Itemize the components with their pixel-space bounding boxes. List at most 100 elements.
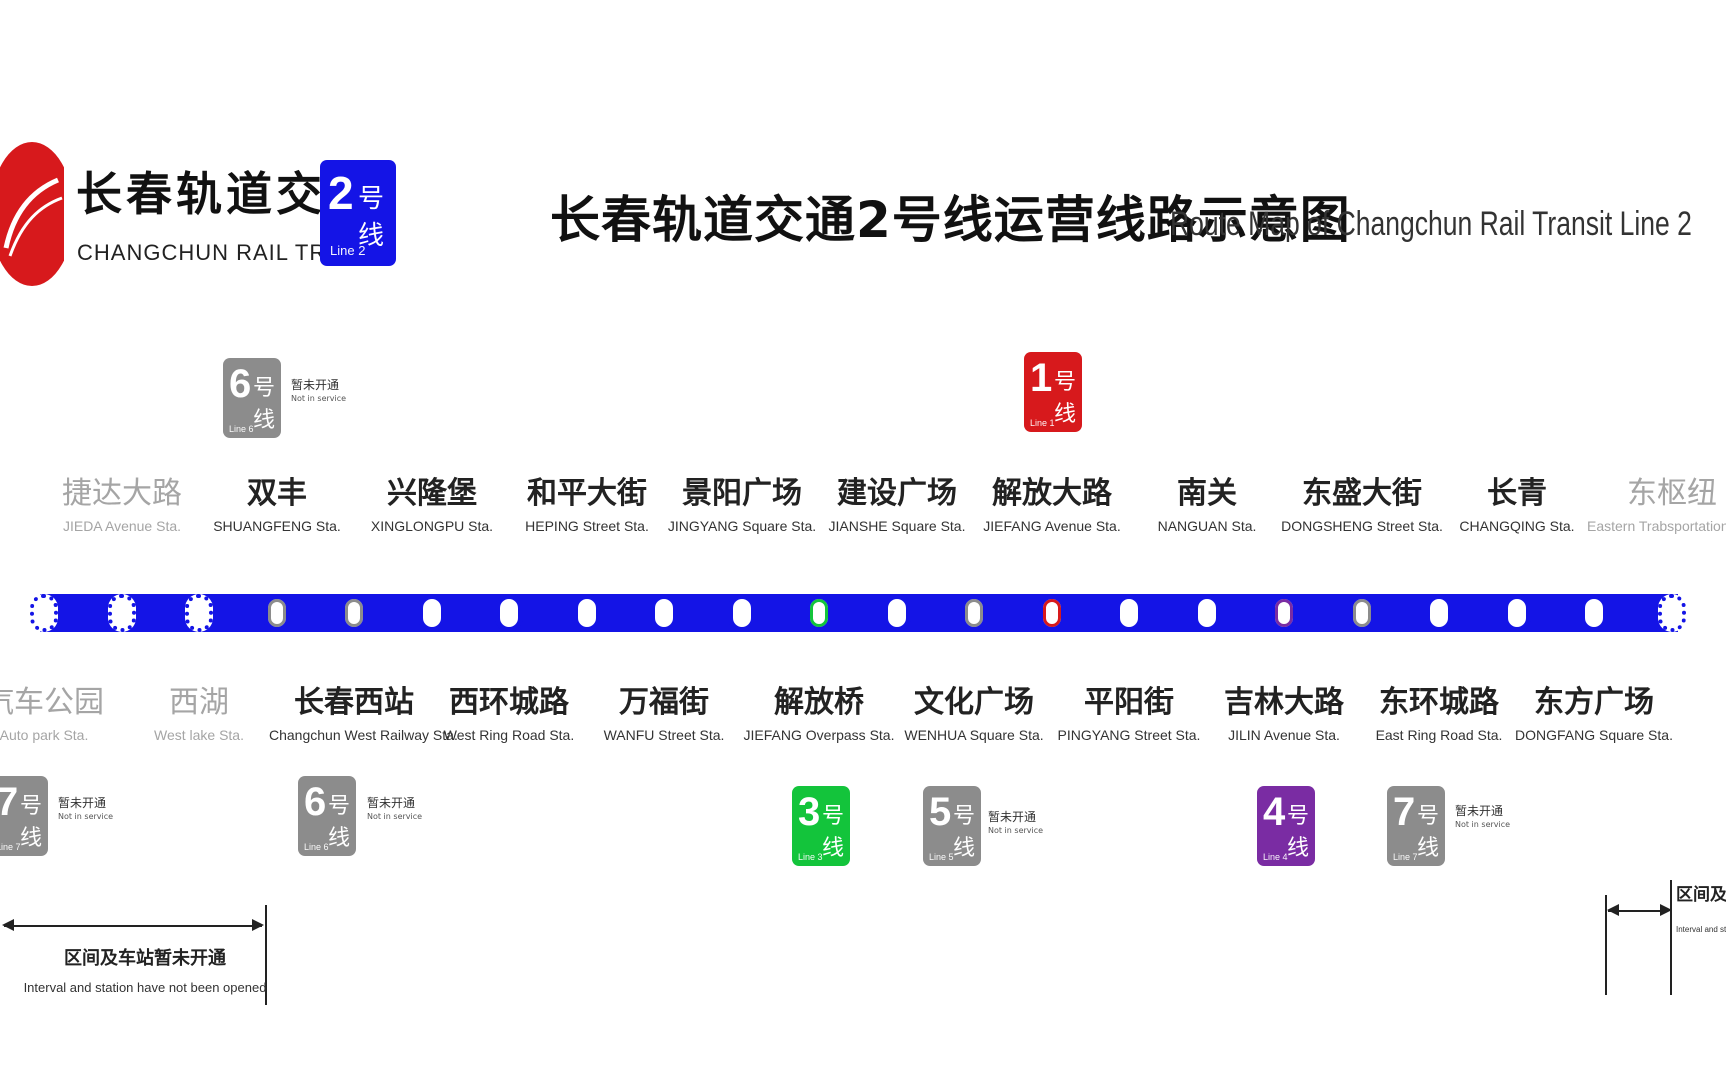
station-name-cn: 长青 bbox=[1487, 476, 1547, 511]
note-en: Not in service bbox=[367, 812, 423, 821]
station-dot bbox=[1348, 594, 1376, 632]
station-name-en: SHUANGFENG Sta. bbox=[213, 518, 341, 534]
station-name-en: NANGUAN Sta. bbox=[1157, 518, 1257, 534]
badge-number: 7 bbox=[1393, 790, 1416, 834]
line-7-left-note: 暂未开通 Not in service bbox=[58, 796, 113, 824]
station-name-en: JILIN Avenue Sta. bbox=[1228, 727, 1340, 743]
note-cn: 暂未开通 bbox=[1455, 804, 1504, 818]
station-dot bbox=[340, 594, 368, 632]
line-3-badge: 3 号线 Line 3 bbox=[792, 786, 850, 866]
station-dot bbox=[108, 594, 136, 632]
station-name-cn: 景阳广场 bbox=[682, 476, 802, 511]
note-en: Not in service bbox=[988, 826, 1044, 835]
station-label: 西环城路 West Ring Road Sta. bbox=[424, 677, 594, 743]
station-label: 长青 CHANGQING Sta. bbox=[1432, 468, 1602, 534]
station-name-cn: 捷达大路 bbox=[62, 476, 182, 511]
page-title-en: Route Map of Changchun Rail Transit Line… bbox=[1170, 205, 1692, 243]
station-dot bbox=[1270, 594, 1298, 632]
bracket-cap-left bbox=[265, 905, 267, 1005]
badge-hao: 号线 bbox=[822, 804, 845, 861]
badge-number: 1 bbox=[1030, 356, 1053, 400]
station-name-cn: 南关 bbox=[1177, 476, 1237, 511]
closed-note-cn: 区间及车站暂未开通 bbox=[1676, 885, 1726, 905]
bracket-arrow-right-icon bbox=[252, 919, 264, 931]
badge-sub: Line 6 bbox=[229, 424, 254, 434]
station-name-en: JIANSHE Square Sta. bbox=[828, 518, 966, 534]
closed-note-en: Interval and station have not been opene… bbox=[23, 980, 267, 995]
station-dot bbox=[1503, 594, 1531, 632]
station-dot bbox=[1580, 594, 1608, 632]
badge-number: 5 bbox=[929, 790, 952, 834]
page-title-cn: 长春轨道交通2号线运营线路示意图 bbox=[550, 191, 1351, 249]
station-name-cn: 东方广场 bbox=[1534, 685, 1654, 720]
station-dot bbox=[805, 594, 833, 632]
station-label: 汽车公园Auto park Sta. bbox=[0, 677, 129, 743]
station-name-cn: 吉林大路 bbox=[1224, 685, 1344, 720]
badge-hao: 号线 bbox=[20, 794, 43, 851]
station-label: 万福街 WANFU Street Sta. bbox=[579, 677, 749, 743]
station-name-cn: 西环城路 bbox=[449, 685, 569, 720]
station-name-cn: 解放桥 bbox=[774, 685, 864, 720]
station-name-cn: 东盛大街 bbox=[1302, 476, 1422, 511]
badge-hao: 号线 bbox=[953, 804, 976, 861]
station-name-cn: 兴隆堡 bbox=[387, 476, 477, 511]
station-name-cn: 文化广场 bbox=[914, 685, 1034, 720]
note-en: Not in service bbox=[58, 812, 114, 821]
station-dot bbox=[1425, 594, 1453, 632]
station-name-en: JIEFANG Avenue Sta. bbox=[983, 518, 1121, 534]
line-2-hao: 号线 bbox=[358, 184, 385, 251]
badge-hao: 号线 bbox=[1287, 804, 1310, 861]
station-dot bbox=[960, 594, 988, 632]
station-name-en: West Ring Road Sta. bbox=[443, 727, 575, 743]
station-dot bbox=[30, 594, 58, 632]
badge-number: 6 bbox=[229, 362, 252, 406]
station-name-en: Changchun West Railway Sta. bbox=[269, 727, 458, 743]
badge-hao: 号线 bbox=[328, 794, 351, 851]
station-dot bbox=[650, 594, 678, 632]
station-name-cn: 东枢纽 bbox=[1627, 476, 1717, 511]
badge-number: 7 bbox=[0, 780, 19, 824]
closed-interval-bracket-left bbox=[4, 925, 262, 927]
note-en: Not in service bbox=[291, 394, 347, 403]
bracket-arrow-left-icon bbox=[2, 919, 14, 931]
station-name-en: WANFU Street Sta. bbox=[603, 727, 725, 743]
bracket-cap-right-inner bbox=[1670, 880, 1672, 995]
station-name-en: JIEDA Avenue Sta. bbox=[62, 518, 182, 534]
station-name-en: CHANGQING Sta. bbox=[1459, 518, 1575, 534]
station-name-cn: 长春西站 bbox=[294, 685, 414, 720]
station-name-en: HEPING Street Sta. bbox=[525, 518, 649, 534]
bracket-cap-right bbox=[1605, 895, 1607, 995]
badge-sub: Line 6 bbox=[304, 842, 329, 852]
station-dot bbox=[185, 594, 213, 632]
line-2-track bbox=[40, 594, 1678, 632]
note-cn: 暂未开通 bbox=[291, 378, 340, 392]
badge-sub: Line 7 bbox=[1393, 852, 1418, 862]
line-7-right-note: 暂未开通 Not in service bbox=[1455, 804, 1510, 832]
note-cn: 暂未开通 bbox=[988, 810, 1037, 824]
line-6-top-note: 暂未开通 Not in service bbox=[291, 378, 346, 406]
station-name-cn: 万福街 bbox=[619, 685, 709, 720]
station-dot bbox=[418, 594, 446, 632]
station-name-en: WENHUA Square Sta. bbox=[904, 727, 1044, 743]
station-name-cn: 和平大街 bbox=[527, 476, 647, 511]
station-name-cn: 双丰 bbox=[247, 476, 307, 511]
line-4-badge: 4 号线 Line 4 bbox=[1257, 786, 1315, 866]
line-5-note: 暂未开通 Not in service bbox=[988, 810, 1043, 838]
badge-number: 4 bbox=[1263, 790, 1286, 834]
badge-sub: Line 3 bbox=[798, 852, 823, 862]
station-name-cn: 平阳街 bbox=[1084, 685, 1174, 720]
badge-number: 3 bbox=[798, 790, 821, 834]
line-2-badge: 2 号线 Line 2 bbox=[320, 160, 396, 266]
badge-sub: Line 1 bbox=[1030, 418, 1055, 428]
station-name-en: XINGLONGPU Sta. bbox=[370, 518, 494, 534]
line-2-sub: Line 2 bbox=[330, 243, 366, 258]
line-6-bottom-note: 暂未开通 Not in service bbox=[367, 796, 422, 824]
station-label: 兴隆堡 XINGLONGPU Sta. bbox=[347, 468, 517, 534]
